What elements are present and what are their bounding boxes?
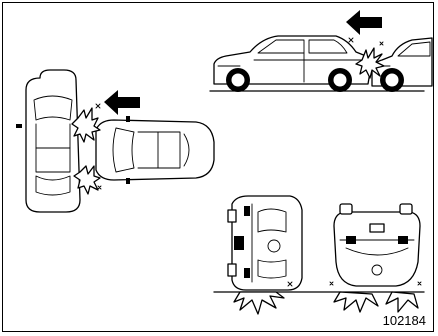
- impact-arrow-icon: [346, 10, 382, 35]
- car-upside-down: [334, 204, 420, 286]
- car-top-view-vertical: [16, 70, 86, 212]
- wagon-side-view: [214, 36, 370, 92]
- car-on-side: [228, 196, 302, 290]
- rear-end-scene: [210, 10, 432, 92]
- figure-number: 102184: [383, 313, 426, 328]
- impact-burst-icon: [349, 38, 384, 78]
- impact-arrow-icon: [104, 90, 140, 115]
- car-top-view-horizontal: [96, 116, 214, 184]
- rollover-scene: [214, 196, 424, 314]
- side-impact-scene: [16, 70, 214, 212]
- impact-burst-icon: [234, 282, 421, 314]
